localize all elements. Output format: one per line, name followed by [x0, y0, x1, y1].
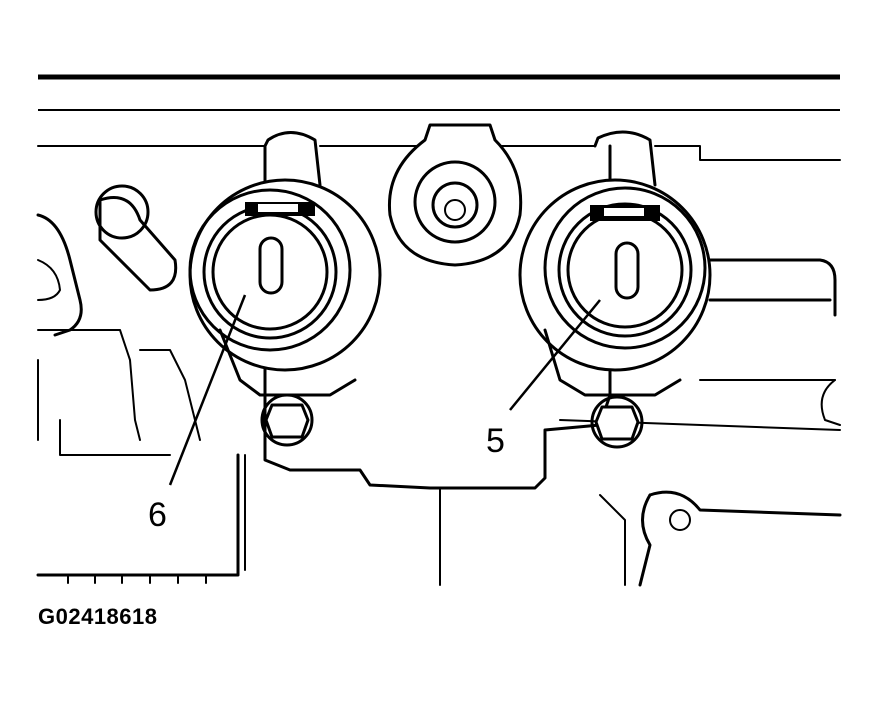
callout-5-leader: [509, 299, 601, 411]
coil-cap-5: [518, 130, 712, 397]
bolt-5: [590, 395, 644, 449]
bolt-6: [260, 393, 314, 447]
callout-6-leader: [168, 294, 247, 486]
callout-6-label: 6: [148, 496, 167, 534]
coil-cap-6: [188, 131, 382, 397]
figure-id: G02418618: [38, 604, 158, 629]
callout-5-label: 5: [486, 422, 505, 460]
